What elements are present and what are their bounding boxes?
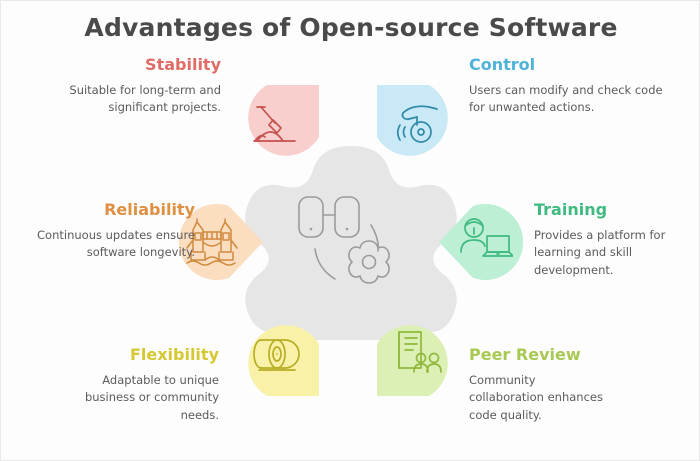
text-block-stability: Stability Suitable for long-term and sig… xyxy=(31,56,221,117)
heading-stability: Stability xyxy=(145,55,221,74)
heading-control: Control xyxy=(469,55,536,74)
heading-peer-review: Peer Review xyxy=(469,345,581,364)
heading-training: Training xyxy=(534,200,608,219)
petal-training[interactable] xyxy=(433,194,533,290)
petal-flexibility[interactable] xyxy=(229,306,325,402)
petal-peer-review[interactable] xyxy=(371,306,467,402)
heading-flexibility: Flexibility xyxy=(129,345,219,364)
text-block-control: Control Users can modify and check code … xyxy=(469,56,664,117)
body-training: Provides a platform for learning and ski… xyxy=(534,227,666,278)
page-title: Advantages of Open-source Software xyxy=(84,13,618,42)
body-control: Users can modify and check code for unwa… xyxy=(469,82,663,115)
text-block-training: Training Provides a platform for learnin… xyxy=(534,201,684,280)
heading-reliability: Reliability xyxy=(104,200,195,219)
body-peer-review: Community collaboration enhances code qu… xyxy=(469,372,603,423)
glasses-and-gear-icon xyxy=(293,193,409,293)
text-block-peer-review: Peer Review Community collaboration enha… xyxy=(469,346,604,425)
petal-stability[interactable] xyxy=(229,79,325,175)
body-stability: Suitable for long-term and significant p… xyxy=(69,82,221,115)
center-flower-shape xyxy=(244,144,458,371)
text-block-reliability: Reliability Continuous updates ensure so… xyxy=(15,201,195,262)
petal-control[interactable] xyxy=(371,79,467,175)
text-block-flexibility: Flexibility Adaptable to unique business… xyxy=(71,346,219,425)
body-flexibility: Adaptable to unique business or communit… xyxy=(84,372,219,423)
body-reliability: Continuous updates ensure software longe… xyxy=(37,227,195,260)
